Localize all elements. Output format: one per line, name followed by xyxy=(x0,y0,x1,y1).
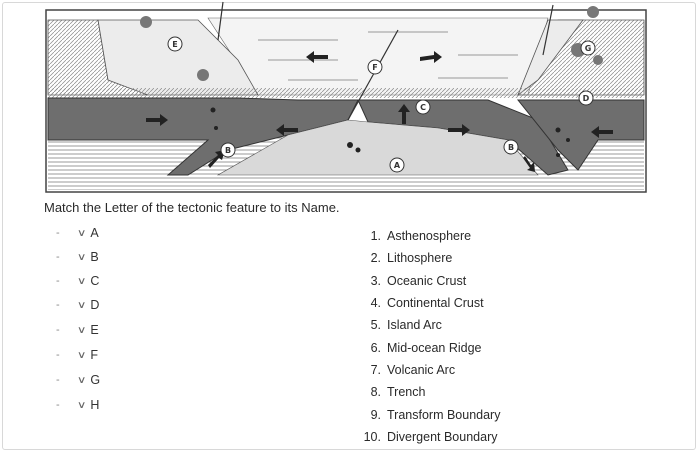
letter-select-f[interactable]: ∨ F xyxy=(76,348,98,362)
letter-label: A xyxy=(90,226,99,240)
letter-select-c[interactable]: ∨ C xyxy=(76,274,100,288)
match-row-a[interactable]: - ∨ A xyxy=(56,224,99,242)
question-prompt: Match the Letter of the tectonic feature… xyxy=(44,200,340,215)
selected-value: - xyxy=(56,227,60,239)
letter-label: C xyxy=(90,274,100,288)
letter-label: E xyxy=(90,323,99,337)
answer-item: 9. Transform Boundary xyxy=(359,403,501,425)
letter-select-d[interactable]: ∨ D xyxy=(76,298,100,312)
selected-value: - xyxy=(56,324,60,336)
chevron-down-icon: ∨ xyxy=(76,399,87,411)
selected-value: - xyxy=(56,299,60,311)
chevron-down-icon: ∨ xyxy=(76,251,87,263)
answer-text: Lithosphere xyxy=(387,251,453,266)
answer-text: Transform Boundary xyxy=(387,407,501,422)
answer-item: 4. Continental Crust xyxy=(359,292,500,314)
answer-text: Island Arc xyxy=(387,318,442,333)
answer-number: 1. xyxy=(370,229,381,244)
match-row-h[interactable]: - ∨ H xyxy=(56,396,99,414)
answer-item: 8. Trench xyxy=(359,381,500,403)
match-row-d[interactable]: - ∨ D xyxy=(56,296,99,314)
answer-item: 5. Island Arc xyxy=(359,314,500,336)
label-g: G xyxy=(585,44,592,53)
answer-number: 3. xyxy=(370,273,381,288)
answer-text: Oceanic Crust xyxy=(387,273,467,288)
answer-number: 2. xyxy=(370,251,381,266)
chevron-down-icon: ∨ xyxy=(76,275,87,287)
question-frame xyxy=(2,2,696,450)
match-row-f[interactable]: - ∨ F xyxy=(56,346,98,364)
label-b-left: B xyxy=(225,146,231,155)
answer-text: Divergent Boundary xyxy=(387,429,498,444)
answer-number: 9. xyxy=(370,407,381,422)
chevron-down-icon: ∨ xyxy=(76,227,87,239)
selected-value: - xyxy=(56,374,60,386)
letter-label: F xyxy=(90,348,98,362)
selected-value: - xyxy=(56,251,60,263)
answer-number: 10. xyxy=(363,429,381,444)
letter-select-h[interactable]: ∨ H xyxy=(76,398,100,412)
answer-text: Volcanic Arc xyxy=(387,362,456,377)
match-row-c[interactable]: - ∨ C xyxy=(56,272,99,290)
answer-item: 3. Oceanic Crust xyxy=(359,270,500,292)
letter-label: H xyxy=(90,398,100,412)
answer-item: 6. Mid-ocean Ridge xyxy=(359,336,500,358)
label-d: D xyxy=(583,94,590,103)
answer-number: 8. xyxy=(370,385,381,400)
answer-number: 6. xyxy=(370,340,381,355)
tectonic-diagram: E B B A C F G D xyxy=(45,1,647,193)
chevron-down-icon: ∨ xyxy=(76,299,87,311)
label-e: E xyxy=(172,40,177,49)
letter-label: B xyxy=(90,250,99,264)
answer-item: 1. Asthenosphere xyxy=(359,225,500,247)
answer-number: 5. xyxy=(370,318,381,333)
selected-value: - xyxy=(56,399,60,411)
label-f: F xyxy=(372,63,377,72)
match-row-g[interactable]: - ∨ G xyxy=(56,371,100,389)
letter-select-b[interactable]: ∨ B xyxy=(76,250,99,264)
selected-value: - xyxy=(56,275,60,287)
match-row-e[interactable]: - ∨ E xyxy=(56,321,99,339)
answer-text: Mid-ocean Ridge xyxy=(387,340,482,355)
chevron-down-icon: ∨ xyxy=(76,349,87,361)
answer-list: 1. Asthenosphere 2. Lithosphere 3. Oceanic … xyxy=(359,225,501,448)
answer-number: 7. xyxy=(370,362,381,377)
answer-item: 7. Volcanic Arc xyxy=(359,359,500,381)
letter-label: G xyxy=(90,373,101,387)
chevron-down-icon: ∨ xyxy=(76,374,87,386)
label-a: A xyxy=(394,161,401,170)
answer-text: Continental Crust xyxy=(387,296,484,311)
answer-number: 4. xyxy=(370,296,381,311)
answer-text: Trench xyxy=(387,385,426,400)
letter-select-e[interactable]: ∨ E xyxy=(76,323,99,337)
letter-label: D xyxy=(90,298,100,312)
label-b-right: B xyxy=(508,143,514,152)
answer-item: 2. Lithosphere xyxy=(359,247,500,269)
answer-item: 10. Divergent Boundary xyxy=(359,426,500,448)
letter-select-g[interactable]: ∨ G xyxy=(76,373,101,387)
selected-value: - xyxy=(56,349,60,361)
chevron-down-icon: ∨ xyxy=(76,324,87,336)
answer-text: Asthenosphere xyxy=(387,229,472,244)
label-c: C xyxy=(420,103,426,112)
letter-select-a[interactable]: ∨ A xyxy=(76,226,99,240)
match-row-b[interactable]: - ∨ B xyxy=(56,248,99,266)
